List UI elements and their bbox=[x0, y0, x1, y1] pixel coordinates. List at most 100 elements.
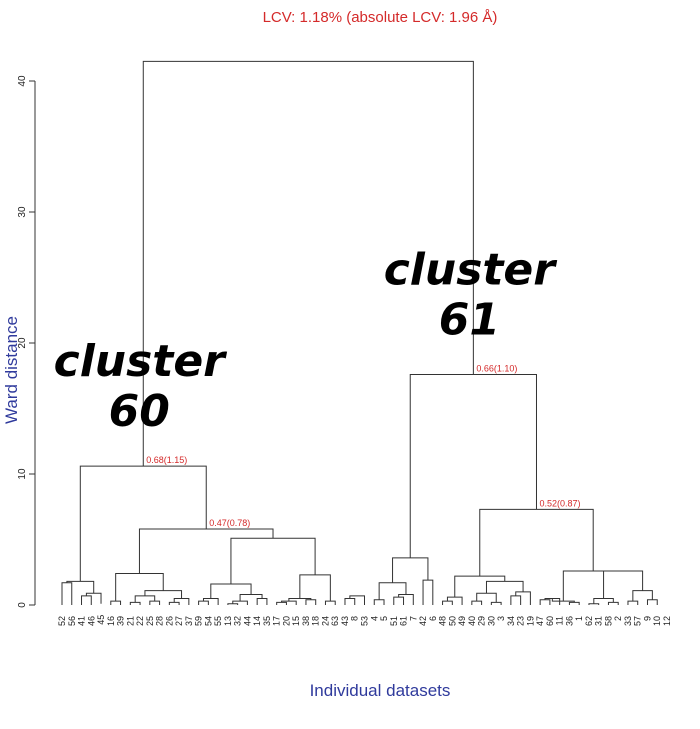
branch-s bbox=[210, 583, 252, 599]
annotation-bg: 0.66(1.10) bbox=[476, 363, 517, 373]
branch-z bbox=[230, 537, 316, 585]
branch-as bbox=[454, 575, 506, 598]
branch-ba bbox=[627, 600, 639, 605]
branch-af bbox=[393, 596, 405, 605]
leaf-label-48: 48 bbox=[438, 616, 448, 626]
branch-a bbox=[61, 582, 73, 605]
branch-aq bbox=[515, 591, 531, 605]
leaf-label-51: 51 bbox=[389, 616, 399, 626]
leaf-label-1: 1 bbox=[574, 616, 584, 621]
branch-bg bbox=[409, 373, 537, 558]
branch-u bbox=[281, 600, 297, 605]
branch-ag bbox=[398, 594, 414, 605]
branch-av bbox=[568, 601, 580, 605]
leaf-label-60: 60 bbox=[545, 616, 555, 626]
branch-c bbox=[85, 592, 102, 604]
branch-ak bbox=[442, 600, 453, 605]
leaf-label-3: 3 bbox=[496, 616, 506, 621]
leaf-label-62: 62 bbox=[584, 616, 594, 626]
leaf-label-19: 19 bbox=[525, 616, 535, 626]
dendrogram-branches bbox=[61, 60, 658, 605]
branch-t bbox=[276, 601, 287, 605]
leaf-label-24: 24 bbox=[320, 616, 330, 626]
leaf-label-57: 57 bbox=[633, 616, 643, 626]
branch-p bbox=[232, 600, 248, 605]
leaf-label-21: 21 bbox=[125, 616, 135, 626]
leaf-label-55: 55 bbox=[213, 616, 223, 626]
leaf-label-5: 5 bbox=[379, 616, 389, 621]
y-tick-label-0: 0 bbox=[17, 602, 28, 608]
leaf-label-52: 52 bbox=[57, 616, 67, 626]
branch-o bbox=[227, 603, 239, 605]
branch-ay bbox=[607, 601, 619, 605]
branch-g bbox=[149, 600, 161, 605]
branch-n bbox=[202, 597, 219, 605]
branch-ai bbox=[422, 579, 434, 605]
leaf-label-61: 61 bbox=[399, 616, 409, 626]
branch-b bbox=[81, 595, 92, 605]
leaf-label-32: 32 bbox=[233, 616, 243, 626]
leaf-label-6: 6 bbox=[428, 616, 438, 621]
chart-title: LCV: 1.18% (absolute LCV: 1.96 Å) bbox=[263, 9, 498, 26]
branch-at bbox=[539, 599, 551, 605]
branch-ad bbox=[349, 595, 365, 605]
merge-annotations: 0.68(1.15)0.52(0.87)0.66(1.10)0.47(0.78) bbox=[146, 363, 580, 528]
branch-bd bbox=[603, 570, 644, 599]
leaf-label-13: 13 bbox=[223, 616, 233, 626]
leaf-label-49: 49 bbox=[457, 616, 467, 626]
cluster-label-60-word: cluster bbox=[54, 336, 228, 387]
leaf-label-47: 47 bbox=[535, 616, 545, 626]
leaf-label-56: 56 bbox=[67, 616, 77, 626]
branch-v bbox=[305, 599, 317, 605]
branch-bb bbox=[646, 599, 658, 605]
leaf-label-7: 7 bbox=[408, 616, 418, 621]
leaf-label-44: 44 bbox=[242, 616, 252, 626]
branch-aj bbox=[392, 557, 429, 583]
leaf-label-22: 22 bbox=[135, 616, 145, 626]
leaf-label-42: 42 bbox=[418, 616, 428, 626]
leaf-label-54: 54 bbox=[203, 616, 213, 626]
branch-am bbox=[471, 600, 483, 605]
leaf-label-25: 25 bbox=[145, 616, 155, 626]
leaf-label-14: 14 bbox=[252, 616, 262, 626]
branch-bh bbox=[142, 60, 474, 467]
leaf-label-9: 9 bbox=[642, 616, 652, 621]
cluster-label-61-word: cluster bbox=[384, 244, 558, 295]
annotation-bf: 0.52(0.87) bbox=[539, 498, 580, 508]
annotation-ab: 0.68(1.15) bbox=[146, 455, 187, 465]
leaf-label-39: 39 bbox=[116, 616, 126, 626]
leaf-label-10: 10 bbox=[652, 616, 662, 626]
leaf-label-18: 18 bbox=[311, 616, 321, 626]
cluster-label-61-number: 61 bbox=[439, 294, 500, 345]
leaf-label-28: 28 bbox=[155, 616, 165, 626]
branch-f bbox=[129, 601, 141, 605]
leaf-label-63: 63 bbox=[330, 616, 340, 626]
leaf-label-12: 12 bbox=[662, 616, 672, 626]
leaf-label-26: 26 bbox=[164, 616, 174, 626]
branch-q bbox=[256, 597, 268, 605]
leaf-label-43: 43 bbox=[340, 616, 350, 626]
y-tick-label-40: 40 bbox=[17, 75, 28, 87]
branch-ac bbox=[344, 597, 356, 605]
branch-ax bbox=[588, 603, 600, 605]
branch-k bbox=[144, 590, 183, 599]
leaf-label-11: 11 bbox=[555, 616, 565, 625]
leaf-label-15: 15 bbox=[291, 616, 301, 626]
branch-ap bbox=[510, 595, 522, 605]
branch-x bbox=[324, 600, 336, 605]
leaf-label-27: 27 bbox=[174, 616, 184, 626]
leaf-label-59: 59 bbox=[194, 616, 204, 626]
leaf-label-16: 16 bbox=[106, 616, 116, 626]
leaf-label-20: 20 bbox=[281, 616, 291, 626]
x-axis-label: Individual datasets bbox=[310, 681, 451, 700]
leaf-label-4: 4 bbox=[369, 616, 379, 621]
leaf-label-40: 40 bbox=[467, 616, 477, 626]
leaf-label-35: 35 bbox=[262, 616, 272, 626]
branch-m bbox=[198, 600, 209, 605]
cluster-label-60-number: 60 bbox=[109, 386, 170, 437]
y-tick-label-30: 30 bbox=[17, 206, 28, 218]
